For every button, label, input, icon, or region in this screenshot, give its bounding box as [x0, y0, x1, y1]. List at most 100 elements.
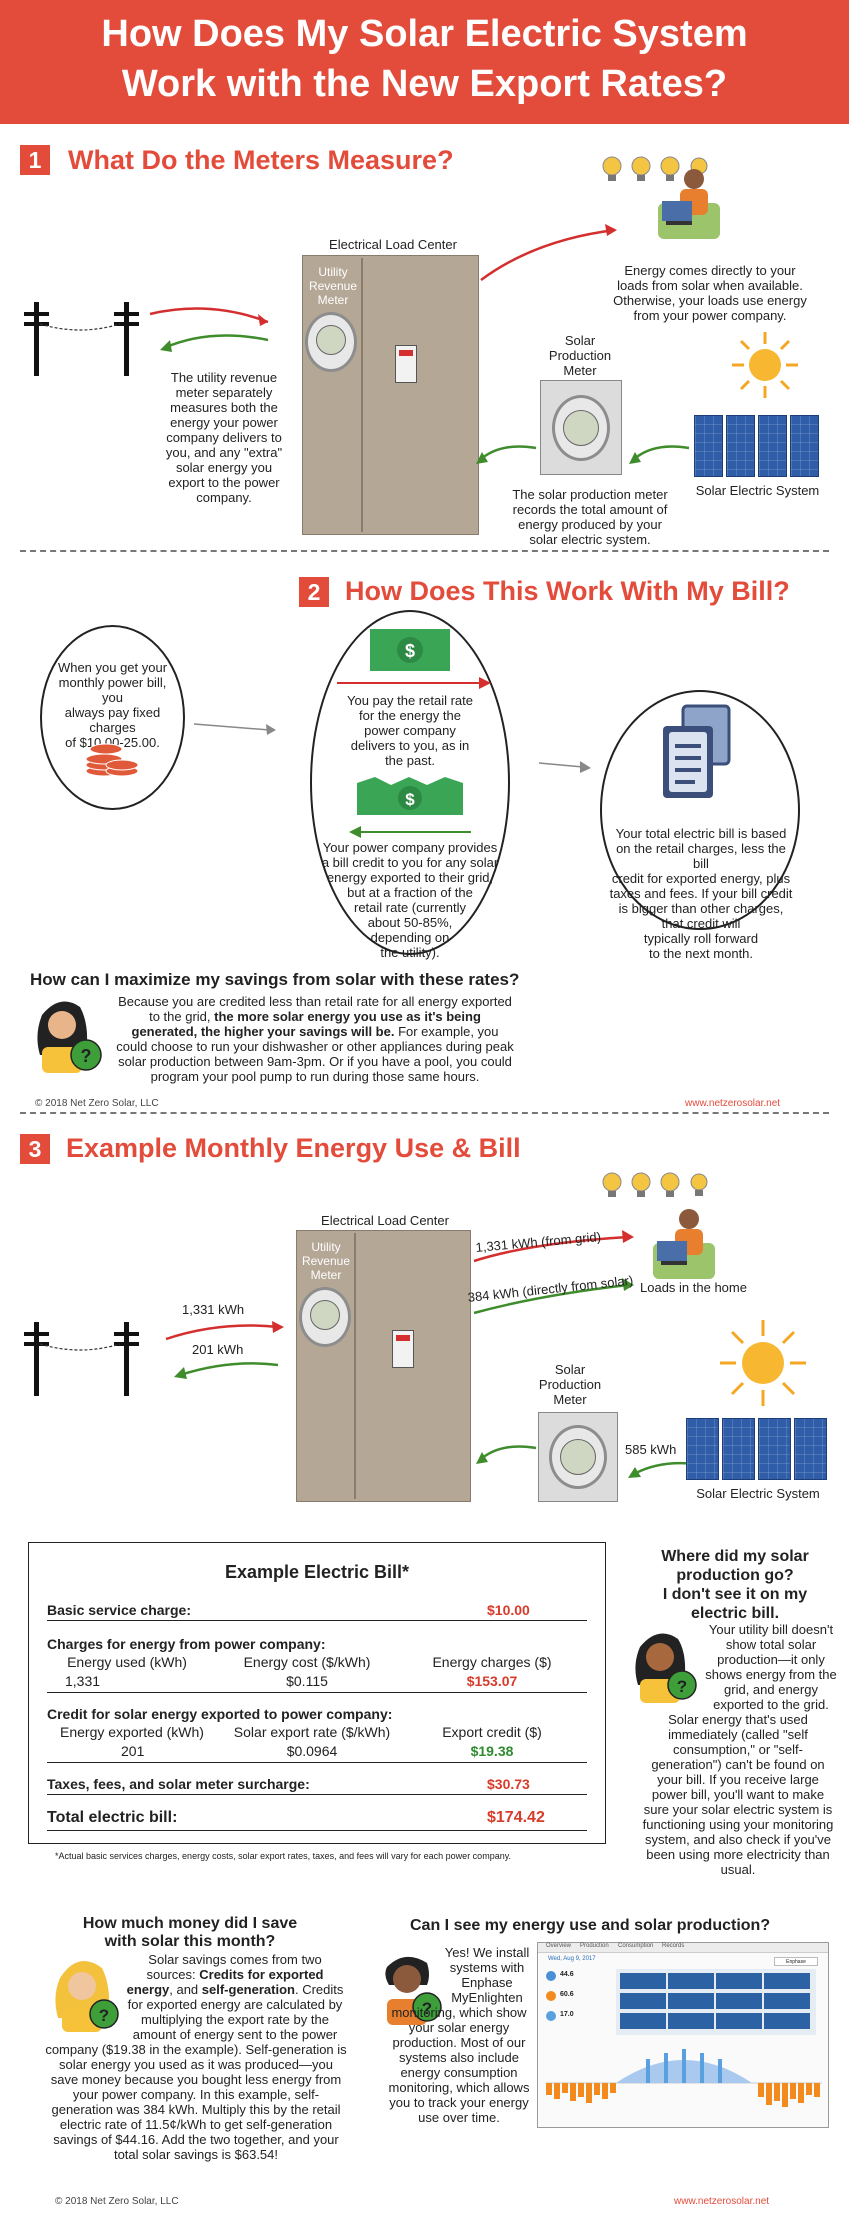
- maximize-text: Because you are credited less than retai…: [116, 994, 514, 1084]
- svg-text:?: ?: [677, 1677, 687, 1696]
- screen-badge: Enphase: [774, 1957, 818, 1966]
- load-center-cabinet-2: [296, 1230, 471, 1502]
- solar-meter-arrow-icon: [476, 445, 537, 464]
- svg-text:$: $: [405, 641, 415, 661]
- section-1-title: What Do the Meters Measure?: [68, 145, 454, 175]
- power-poles-icon-2: [24, 1322, 139, 1396]
- section-divider-2: [20, 1112, 829, 1114]
- grid-arrows-icon: [149, 307, 269, 352]
- bill-credit-table: Energy exported (kWh) Solar export rate …: [47, 1723, 587, 1763]
- bill-credit-heading: Credit for solar energy exported to powe…: [47, 1706, 393, 1722]
- svg-text:?: ?: [422, 1999, 432, 2018]
- section-2-title: How Does This Work With My Bill?: [345, 576, 790, 606]
- arrow-to-total-icon: [538, 761, 591, 773]
- solar-meter-arrow-icon-2: [476, 1445, 537, 1464]
- person-laptop-icon: [658, 169, 720, 239]
- woman-question-icon-2: ?: [635, 1633, 697, 1703]
- load-center-label: Electrical Load Center: [329, 237, 457, 252]
- cabinet-seam-2: [354, 1233, 356, 1499]
- website-1[interactable]: www.netzerosolar.net: [685, 1098, 781, 1109]
- solar-system-arrow-icon: [629, 445, 690, 464]
- bill-title: Example Electric Bill*: [224, 1562, 410, 1582]
- screen-stats: 44.6 60.6 17.0: [546, 1967, 606, 2025]
- solar-meter-icon-2: [549, 1425, 607, 1489]
- solar-panels-icon-2: [686, 1418, 828, 1480]
- solar-system-label: Solar Electric System: [695, 483, 820, 498]
- solar-panels-icon: [694, 415, 819, 477]
- grid-arrows-icon-2: [165, 1321, 284, 1379]
- solar-meter-icon: [552, 395, 610, 461]
- website-2[interactable]: www.netzerosolar.net: [674, 2196, 770, 2207]
- screen-tab-production[interactable]: Production: [580, 1943, 609, 1949]
- section-3-title: Example Monthly Energy Use & Bill: [66, 1133, 521, 1163]
- loads-label: Loads in the home: [640, 1280, 747, 1295]
- dollar-bill-icon: $: [370, 629, 450, 671]
- solar-kwh-label: 585 kWh: [625, 1442, 677, 1457]
- screen-value-3: 17.0: [560, 2011, 574, 2018]
- bill-basic-row: Basic service charge: $10.00: [47, 1601, 587, 1621]
- bill-taxes-row: Taxes, fees, and solar meter surcharge: …: [47, 1775, 587, 1795]
- example-bill-table: Example Electric Bill* Basic service cha…: [28, 1542, 606, 1844]
- credit-arrow-icon: [349, 826, 471, 838]
- man-question-icon: ?: [385, 1956, 442, 2025]
- utility-meter-dial-2: [310, 1300, 340, 1330]
- torn-dollar-bill-icon: $: [357, 777, 463, 815]
- section-divider-1: [20, 550, 829, 552]
- screen-tab-overview[interactable]: Overview: [546, 1943, 572, 1949]
- retail-arrow-icon: [337, 677, 491, 689]
- screen-panel-array: [616, 1969, 816, 2035]
- page-title-line-1: How Does My Solar Electric System: [101, 13, 748, 55]
- utility-meter-icon: [305, 312, 357, 372]
- solar-meter-dial-2: [560, 1439, 596, 1475]
- title-banner: [0, 0, 849, 124]
- light-bulbs-icon-2: [602, 1172, 708, 1197]
- cabinet-seam: [361, 258, 363, 532]
- screen-energy-graph: [546, 2049, 822, 2107]
- sun-icon-2: [720, 1320, 806, 1406]
- bill-charges-heading: Charges for energy from power company:: [47, 1636, 326, 1652]
- grid-out-label: 201 kWh: [192, 1342, 244, 1357]
- screen-tab-bar: Overview Production Consumption Records: [538, 1943, 828, 1953]
- copyright-1: © 2018 Net Zero Solar, LLC: [35, 1098, 159, 1109]
- page-title-line-2: Work with the New Export Rates?: [121, 63, 728, 105]
- utility-meter-dial: [316, 325, 346, 355]
- solar-meter-dial: [563, 410, 599, 446]
- coins-icon: [85, 743, 139, 777]
- load-center-label-2: Electrical Load Center: [321, 1213, 449, 1228]
- warning-label-stripe-2: [396, 1335, 410, 1341]
- person-laptop-icon-2: [653, 1209, 715, 1279]
- monitoring-screenshot: Overview Production Consumption Records …: [537, 1942, 829, 2128]
- bill-total-row: Total electric bill: $174.42: [47, 1807, 587, 1831]
- maximize-title: How can I maximize my savings from solar…: [30, 970, 520, 989]
- screen-date: Wed, Aug 9, 2017: [548, 1956, 596, 1962]
- documents-icon: [663, 704, 731, 798]
- load-center-cabinet: [302, 255, 479, 535]
- sun-icon: [732, 332, 798, 398]
- solar-system-label-2: Solar Electric System: [696, 1486, 820, 1501]
- svg-text:$: $: [405, 790, 415, 809]
- loads-arrows-icon: [473, 1230, 634, 1315]
- screen-tab-records[interactable]: Records: [662, 1943, 685, 1949]
- svg-text:?: ?: [99, 2006, 109, 2025]
- monitor-title: Can I see my energy use and solar produc…: [410, 1917, 771, 1934]
- fixed-charges-oval: [40, 625, 185, 810]
- section-3-number: 3: [20, 1134, 50, 1164]
- screen-value-1: 44.6: [560, 1971, 574, 1978]
- arrow-to-retail-icon: [193, 723, 276, 735]
- woman-question-icon: ?: [37, 1001, 102, 1073]
- screen-value-2: 60.6: [560, 1991, 574, 1998]
- power-poles-icon: [24, 302, 139, 376]
- screen-tab-consumption[interactable]: Consumption: [618, 1943, 654, 1949]
